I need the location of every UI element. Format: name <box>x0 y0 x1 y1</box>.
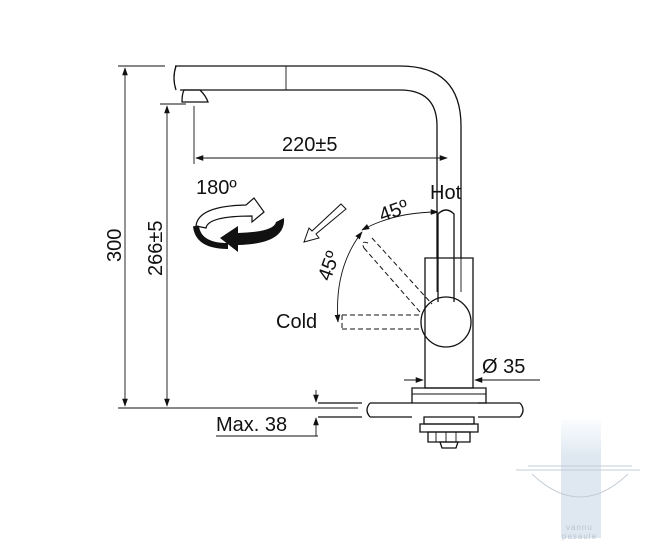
max-thickness-value: Max. 38 <box>216 414 287 436</box>
dimension-diameter: Ø 35 <box>404 356 540 388</box>
pullout-direction-icon <box>303 203 347 243</box>
watermark-line1: vannu <box>566 523 593 532</box>
watermark-logo: vannu pasaule <box>516 420 640 541</box>
lever-positions <box>334 209 472 348</box>
swivel-rotation-icon <box>193 197 285 252</box>
dimension-reach: 220±5 <box>193 106 448 164</box>
lever-hub <box>420 296 472 348</box>
dimension-total-height: 300 <box>104 65 358 409</box>
reach-value: 220±5 <box>282 134 337 156</box>
diameter-value: Ø 35 <box>482 356 525 378</box>
countertop <box>318 402 524 418</box>
hot-angle-label: 45º <box>376 196 412 227</box>
watermark-line2: pasaule <box>562 532 597 541</box>
swivel-angle-label: 180º <box>196 177 237 199</box>
spout-height-value: 266±5 <box>145 221 167 276</box>
hot-label: Hot <box>430 182 462 204</box>
dimension-max-thickness: Max. 38 <box>216 390 319 437</box>
dimension-spout-height: 266±5 <box>145 103 186 407</box>
total-height-value: 300 <box>104 229 126 262</box>
cold-label: Cold <box>276 311 317 333</box>
